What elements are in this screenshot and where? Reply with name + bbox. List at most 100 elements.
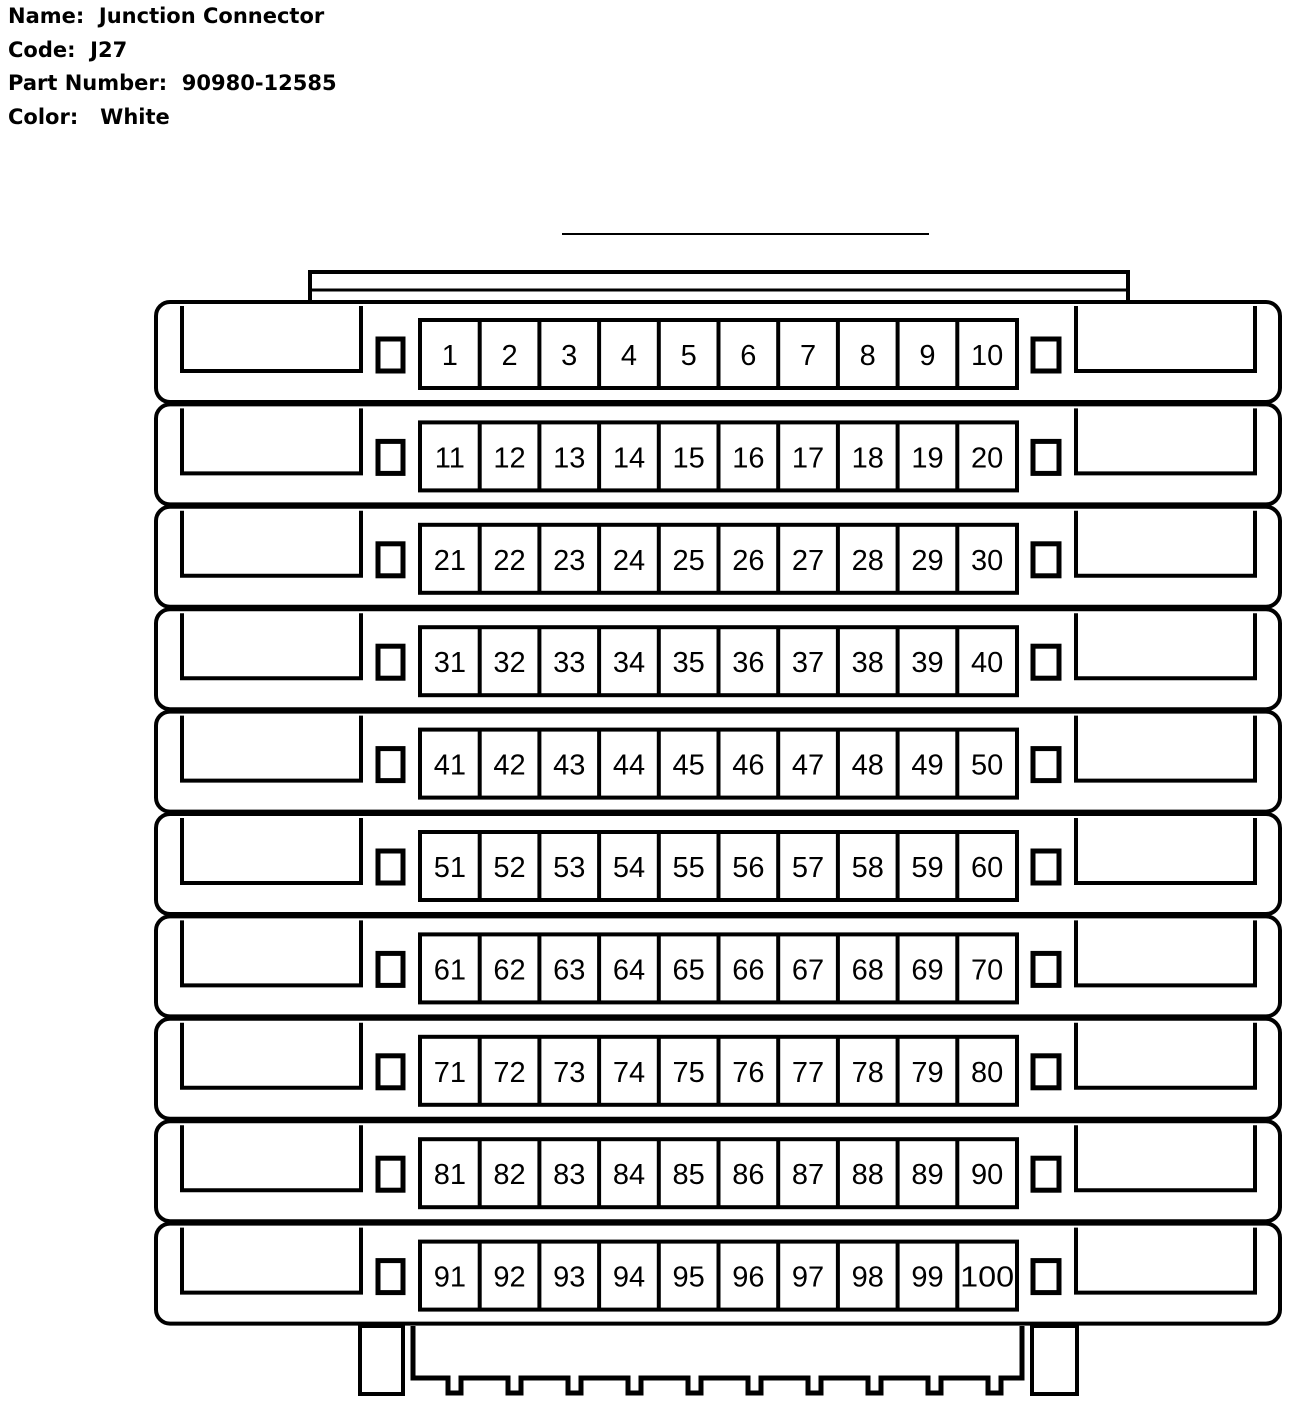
pin-label: 47 bbox=[792, 750, 824, 782]
pin-label: 97 bbox=[792, 1262, 824, 1294]
left-guide-slot bbox=[375, 848, 406, 886]
code-line: Code: J27 bbox=[8, 34, 337, 68]
pin-label: 46 bbox=[732, 750, 764, 782]
pin-label: 84 bbox=[613, 1159, 645, 1191]
pin-label: 26 bbox=[732, 545, 764, 577]
left-guide-slot bbox=[375, 746, 406, 784]
left-latch bbox=[180, 715, 363, 783]
right-latch bbox=[1074, 715, 1257, 783]
pin-label: 44 bbox=[613, 750, 645, 782]
pin-label: 57 bbox=[792, 852, 824, 884]
right-latch bbox=[1074, 510, 1257, 578]
pin-label: 67 bbox=[792, 954, 824, 986]
pin-label: 95 bbox=[673, 1262, 705, 1294]
left-guide-slot bbox=[375, 336, 406, 374]
pin-label: 14 bbox=[613, 442, 645, 474]
pin-label: 59 bbox=[911, 852, 943, 884]
pin-label: 61 bbox=[434, 954, 466, 986]
left-latch bbox=[180, 1227, 363, 1295]
pin-label: 45 bbox=[673, 750, 705, 782]
name-line: Name: Junction Connector bbox=[8, 0, 337, 34]
pin-label: 30 bbox=[971, 545, 1003, 577]
right-guide-slot bbox=[1030, 848, 1062, 886]
left-latch bbox=[180, 920, 363, 988]
pin-label: 64 bbox=[613, 954, 645, 986]
pin-label: 71 bbox=[434, 1057, 466, 1089]
pin-label: 48 bbox=[852, 750, 884, 782]
pin-label: 23 bbox=[553, 545, 585, 577]
left-latch bbox=[180, 1125, 363, 1193]
pin-label: 16 bbox=[732, 442, 764, 474]
pin-label: 15 bbox=[673, 442, 705, 474]
right-latch bbox=[1074, 818, 1257, 885]
pin-label: 93 bbox=[553, 1262, 585, 1294]
pin-label: 9 bbox=[919, 340, 935, 372]
left-guide-slot bbox=[375, 950, 406, 988]
pin-label: 10 bbox=[971, 340, 1003, 372]
pin-label: 29 bbox=[911, 545, 943, 577]
pin-label: 99 bbox=[911, 1262, 943, 1294]
name-label: Name: bbox=[8, 4, 85, 28]
pin-label: 41 bbox=[434, 750, 466, 782]
pin-label: 20 bbox=[971, 442, 1003, 474]
right-guide-slot bbox=[1030, 643, 1062, 681]
pin-label: 17 bbox=[792, 442, 824, 474]
part-number-line: Part Number: 90980-12585 bbox=[8, 67, 337, 101]
pin-label: 78 bbox=[852, 1057, 884, 1089]
pin-label: 98 bbox=[852, 1262, 884, 1294]
right-guide-slot bbox=[1030, 541, 1062, 579]
pin-label: 85 bbox=[673, 1159, 705, 1191]
right-latch bbox=[1074, 306, 1257, 373]
pin-label: 40 bbox=[971, 647, 1003, 679]
pin-label: 52 bbox=[493, 852, 525, 884]
pin-label: 27 bbox=[792, 545, 824, 577]
pin-label: 55 bbox=[673, 852, 705, 884]
pin-label: 50 bbox=[971, 750, 1003, 782]
pin-label: 66 bbox=[732, 954, 764, 986]
pin-label: 79 bbox=[911, 1057, 943, 1089]
pin-label: 62 bbox=[493, 954, 525, 986]
pin-label: 82 bbox=[493, 1159, 525, 1191]
pin-label: 38 bbox=[852, 647, 884, 679]
left-guide-slot bbox=[375, 541, 406, 579]
right-guide-slot bbox=[1030, 746, 1062, 784]
pin-label: 74 bbox=[613, 1057, 645, 1089]
pin-label: 5 bbox=[681, 340, 697, 372]
left-guide-slot bbox=[375, 643, 406, 681]
pin-label: 36 bbox=[732, 647, 764, 679]
left-guide-slot bbox=[375, 438, 406, 476]
pin-label: 37 bbox=[792, 647, 824, 679]
bottom-right-foot bbox=[1030, 1324, 1079, 1396]
right-latch bbox=[1074, 1227, 1257, 1295]
right-guide-slot bbox=[1030, 1258, 1062, 1296]
left-latch bbox=[180, 1022, 363, 1090]
left-latch bbox=[180, 306, 363, 373]
pin-label: 11 bbox=[435, 442, 465, 474]
pin-label: 42 bbox=[493, 750, 525, 782]
pin-label: 68 bbox=[852, 954, 884, 986]
pin-label: 73 bbox=[553, 1057, 585, 1089]
pin-label: 87 bbox=[792, 1159, 824, 1191]
pin-label: 49 bbox=[911, 750, 943, 782]
pin-label: 19 bbox=[911, 442, 943, 474]
pin-label: 77 bbox=[792, 1057, 824, 1089]
part-number-value: 90980-12585 bbox=[181, 71, 337, 95]
bottom-comb bbox=[410, 1326, 1025, 1396]
top-lock-tab bbox=[308, 270, 1130, 304]
pin-label: 25 bbox=[673, 545, 705, 577]
right-guide-slot bbox=[1030, 1053, 1062, 1091]
pin-label: 72 bbox=[493, 1057, 525, 1089]
pin-label: 12 bbox=[493, 442, 525, 474]
left-guide-slot bbox=[375, 1155, 406, 1193]
code-label: Code: bbox=[8, 37, 76, 62]
pin-label: 92 bbox=[493, 1262, 525, 1294]
